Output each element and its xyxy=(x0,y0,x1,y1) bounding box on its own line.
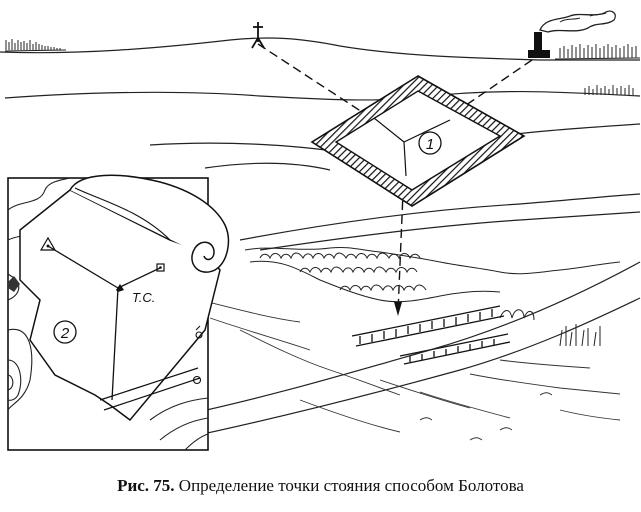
illustration: 1 xyxy=(0,10,641,451)
road xyxy=(159,261,641,441)
projection-arrowhead xyxy=(394,302,402,316)
map-number: 2 xyxy=(60,325,70,342)
tracing-paper-on-map: Т.С. 2 xyxy=(19,174,230,422)
tracing-paper-1: 1 xyxy=(310,75,526,207)
figure-caption: Рис. 75. Определение точки стояния спосо… xyxy=(0,476,641,496)
map-hatched-area xyxy=(8,276,20,292)
map-chimney-symbol xyxy=(156,263,165,272)
river-water xyxy=(199,299,621,441)
ray-to-cross xyxy=(47,245,119,289)
tracing-number-circle xyxy=(418,131,442,155)
map-triangulation-point xyxy=(39,236,57,251)
tree-line-left xyxy=(4,39,67,52)
station-point-label: Т.С. xyxy=(132,290,155,305)
figure-number: Рис. 75. xyxy=(117,476,175,495)
tracing-number: 1 xyxy=(426,136,434,153)
bridge xyxy=(351,305,511,365)
figure-title: Определение точки стояния способом Болот… xyxy=(178,476,524,495)
ray-to-chimney xyxy=(117,267,161,289)
riverbank-vegetation xyxy=(244,247,621,347)
church-cross-landmark xyxy=(251,22,265,49)
ray-to-bridge xyxy=(111,287,119,401)
tree-line-right xyxy=(554,44,641,95)
terrain-lines xyxy=(0,37,641,251)
factory-chimney-landmark xyxy=(528,10,616,58)
map-number-circle xyxy=(53,320,77,344)
station-point-mark xyxy=(116,284,124,292)
